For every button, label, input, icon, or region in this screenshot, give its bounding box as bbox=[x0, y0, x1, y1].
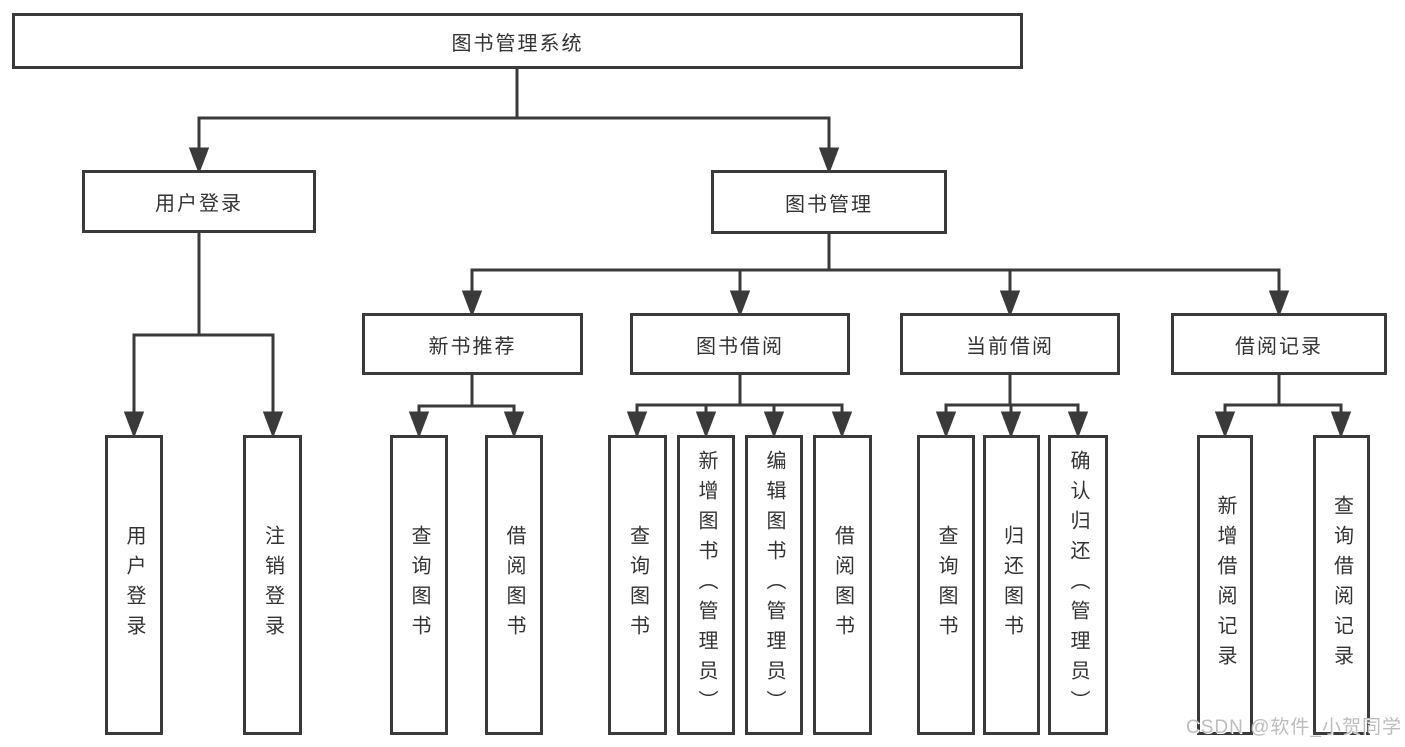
leaf-logout-login-label: 注销登录 bbox=[261, 525, 284, 645]
leaf-borrow-books-recommend-label: 借阅图书 bbox=[503, 525, 525, 645]
leaf-add-books-admin: 新增图书（管理员） bbox=[677, 435, 735, 735]
leaf-query-books-current-label: 查询图书 bbox=[935, 525, 957, 645]
leaf-confirm-return-admin: 确认归还（管理员） bbox=[1048, 435, 1108, 735]
leaf-add-borrow-record: 新增借阅记录 bbox=[1197, 435, 1253, 735]
leaf-borrow-books-borrowing: 借阅图书 bbox=[813, 435, 872, 735]
node-root-system: 图书管理系统 bbox=[12, 13, 1023, 69]
leaf-query-borrow-record-label: 查询借阅记录 bbox=[1330, 495, 1353, 675]
csdn-watermark: CSDN @软件_小贺同学 bbox=[1186, 717, 1402, 738]
node-new-book-recommend: 新书推荐 bbox=[362, 313, 583, 375]
leaf-query-books-recommend-label: 查询图书 bbox=[408, 525, 430, 645]
leaf-add-borrow-record-label: 新增借阅记录 bbox=[1214, 495, 1236, 675]
leaf-user-login: 用户登录 bbox=[105, 435, 163, 735]
leaf-query-books-borrowing: 查询图书 bbox=[608, 435, 667, 735]
node-current-borrowing: 当前借阅 bbox=[900, 313, 1120, 375]
leaf-query-books-recommend: 查询图书 bbox=[390, 435, 448, 735]
leaf-edit-books-admin: 编辑图书（管理员） bbox=[745, 435, 803, 735]
node-book-borrowing: 图书借阅 bbox=[630, 313, 850, 375]
leaf-return-books-label: 归还图书 bbox=[1000, 525, 1023, 645]
leaf-borrow-books-borrowing-label: 借阅图书 bbox=[831, 525, 854, 645]
leaf-add-books-admin-label: 新增图书（管理员） bbox=[695, 450, 717, 720]
leaf-query-books-current: 查询图书 bbox=[917, 435, 975, 735]
leaf-logout-login: 注销登录 bbox=[243, 435, 302, 735]
node-borrowing-records: 借阅记录 bbox=[1171, 313, 1387, 375]
leaf-user-login-label: 用户登录 bbox=[123, 525, 145, 645]
leaf-query-borrow-record: 查询借阅记录 bbox=[1313, 435, 1370, 735]
node-user-login-group: 用户登录 bbox=[82, 170, 316, 233]
leaf-borrow-books-recommend: 借阅图书 bbox=[485, 435, 543, 735]
leaf-return-books: 归还图书 bbox=[983, 435, 1040, 735]
node-book-management: 图书管理 bbox=[711, 170, 947, 234]
leaf-confirm-return-admin-label: 确认归还（管理员） bbox=[1067, 450, 1089, 720]
leaf-edit-books-admin-label: 编辑图书（管理员） bbox=[763, 450, 785, 720]
leaf-query-books-borrowing-label: 查询图书 bbox=[626, 525, 649, 645]
